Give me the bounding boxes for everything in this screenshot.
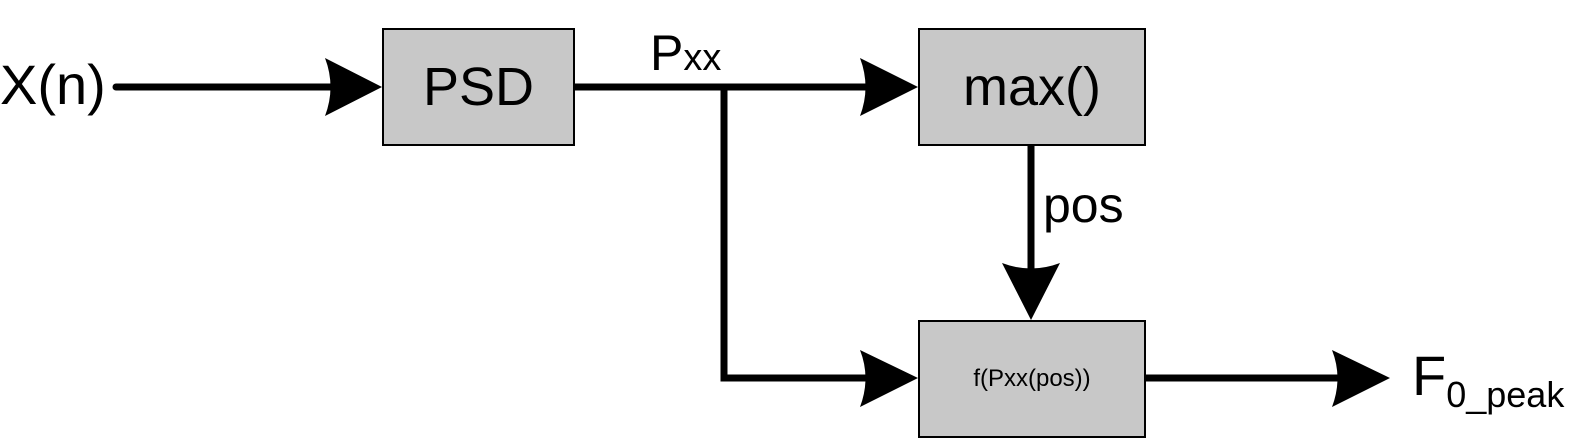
max-block: max(): [918, 28, 1146, 146]
branch-arrowhead: [860, 350, 918, 407]
pxx-branch-line: [720, 89, 872, 382]
pxx-label-main: P: [650, 25, 684, 81]
output-signal-label: F0_peak: [1412, 348, 1564, 413]
pxx-signal-label: Pxx: [650, 28, 721, 78]
input-arrowhead: [325, 58, 382, 116]
output-arrowhead: [1332, 350, 1390, 407]
f-pxx-pos-block: f(Pxx(pos)): [918, 320, 1146, 438]
psd-block: PSD: [382, 28, 575, 146]
output-label-main: F: [1412, 344, 1447, 407]
pxx-label-sub: xx: [683, 37, 722, 79]
f-block-label: f(Pxx(pos)): [973, 365, 1091, 392]
psd-block-label: PSD: [422, 57, 535, 117]
pos-arrowhead: [1002, 263, 1060, 320]
pxx-arrowhead: [860, 58, 918, 116]
max-block-label: max(): [963, 57, 1101, 117]
pos-signal-label: pos: [1043, 177, 1124, 233]
output-label-subscript: 0_peak: [1446, 374, 1565, 415]
input-signal-label: X(n): [0, 53, 106, 116]
